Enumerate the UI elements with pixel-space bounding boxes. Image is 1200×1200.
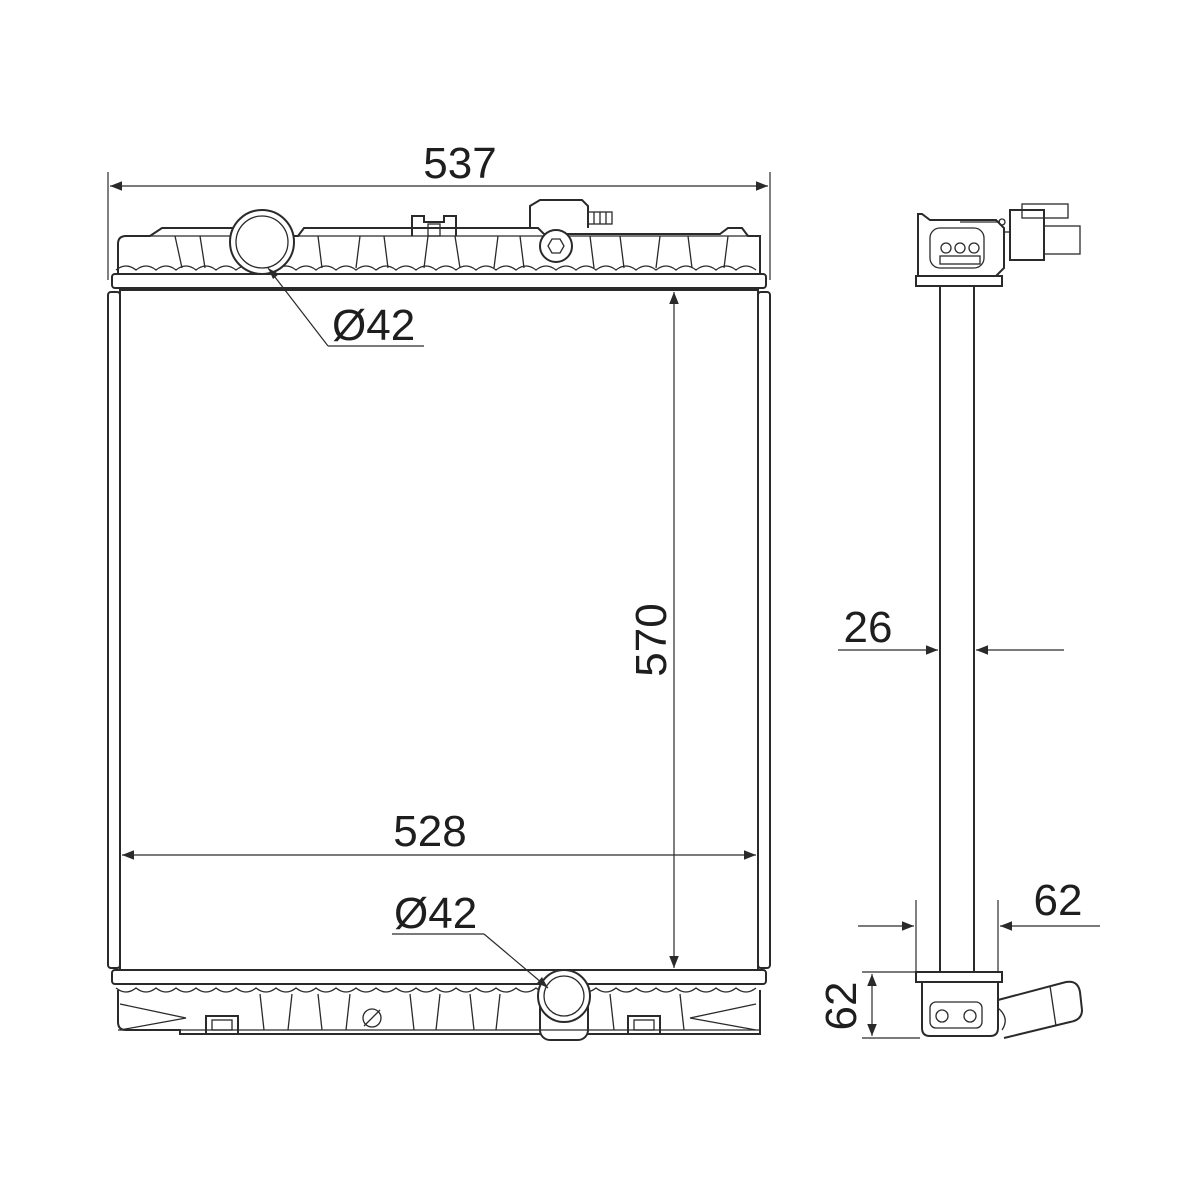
dim-label-62-vertical: 62 [817, 982, 866, 1031]
front-view: 537 Ø42 570 528 Ø42 [107, 139, 771, 1041]
top-tank [111, 199, 767, 289]
top-crimp-seam [115, 265, 757, 271]
side-view: 26 62 62 [817, 203, 1100, 1039]
drain-plug [362, 1008, 382, 1028]
left-clip [205, 1015, 239, 1034]
dim-core-thickness: 26 [838, 603, 1064, 655]
side-bottom-tank [915, 971, 1084, 1039]
dim-core-height: 570 [627, 292, 679, 968]
bottom-crimp-seam [115, 987, 757, 993]
filler-neck [529, 199, 613, 263]
top-outlet-pipe [229, 209, 295, 275]
dim-label-62-horizontal: 62 [1034, 876, 1083, 925]
side-top-tank [915, 203, 1081, 287]
top-bracket [411, 215, 457, 236]
right-clip [627, 1015, 661, 1034]
dim-overall-width: 537 [107, 139, 771, 280]
dim-label-570: 570 [627, 603, 676, 676]
right-mount-wedge [689, 1003, 757, 1031]
dim-label-528: 528 [393, 807, 466, 856]
dim-label-top-diameter: Ø42 [332, 301, 415, 350]
top-tank-ribs [174, 235, 729, 269]
dim-bottom-tank-height: 62 [817, 971, 920, 1039]
left-side-plate [107, 291, 121, 969]
side-bottom-outlet [997, 980, 1084, 1039]
dim-label-26: 26 [844, 603, 893, 652]
right-side-plate [757, 291, 771, 969]
bottom-tank [111, 969, 767, 1041]
dim-label-537: 537 [423, 139, 496, 188]
dim-core-width: 528 [122, 807, 756, 860]
dim-label-bottom-diameter: Ø42 [394, 889, 477, 938]
bottom-outlet-pipe [537, 969, 591, 1041]
dim-tank-depth: 62 [858, 876, 1100, 972]
dim-bottom-outlet: Ø42 [392, 889, 549, 989]
bottom-tank-ribs [259, 993, 685, 1031]
dim-top-outlet: Ø42 [267, 267, 424, 350]
left-mount-wedge [119, 1003, 187, 1031]
